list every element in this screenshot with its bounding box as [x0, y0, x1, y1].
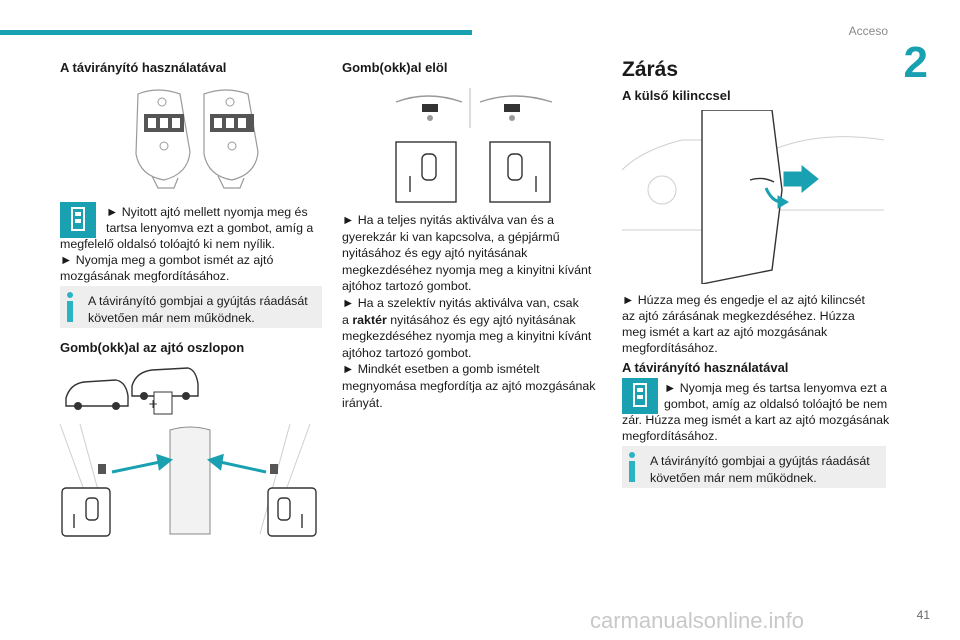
- col1-p1-line3: megfelelő oldalsó tolóajtó ki nem nyílik…: [60, 237, 275, 251]
- col3-info-line2: követően már nem működnek.: [650, 470, 817, 485]
- col3-p1-line4: megfordításához.: [622, 341, 718, 355]
- col1-p1-line5: mozgásának megfordításához.: [60, 269, 230, 283]
- info-icon: [66, 292, 74, 322]
- chapter-number: 2: [903, 38, 928, 87]
- col1-p1-line1: ► Nyitott ajtó mellett nyomja meg és: [106, 205, 308, 219]
- col2-line: megnyomása megfordítja az ajtó mozgásána…: [342, 379, 596, 393]
- col2-line: irányát.: [342, 395, 383, 410]
- col2-line: ► Ha a teljes nyitás aktiválva van és a: [342, 213, 554, 227]
- col2-line: ► Ha a szelektív nyitás aktiválva van, c…: [342, 296, 579, 310]
- col3-p1-line2: az ajtó zárásának megkezdéséhez. Húzza: [622, 309, 855, 323]
- col2-heading-front: Gomb(okk)al elöl: [342, 60, 448, 75]
- col3-title: Zárás: [622, 58, 679, 81]
- col3-info-box: A távirányító gombjai a gyújtás ráadását…: [622, 446, 886, 488]
- col3-p1-line3: meg ismét a kart az ajtó mozgásának: [622, 325, 828, 339]
- watermark: carmanualsonline.info: [590, 608, 805, 633]
- header-accent-bar: [0, 30, 472, 35]
- remote-keys-figure: [135, 89, 259, 189]
- col2-line: ► Mindkét esetben a gomb ismételt: [342, 362, 540, 377]
- remote-key-icon: [60, 202, 96, 238]
- col1-info-box: A távirányító gombjai a gyújtás ráadását…: [60, 286, 322, 328]
- remote-key-icon-2: [622, 378, 658, 414]
- front-buttons-figure: [395, 88, 553, 203]
- col3-p2-line2: gombot, amíg az oldalsó tolóajtó be nem: [664, 397, 888, 411]
- info-icon-2: [628, 452, 636, 482]
- col2-line: nyitásához és egy ajtó nyitásának: [342, 246, 528, 261]
- col1-heading-pillar: Gomb(okk)al az ajtó oszlopon: [60, 340, 245, 355]
- col3-p2-line1: ► Nyomja meg és tartsa lenyomva ezt a: [664, 381, 887, 395]
- col2-line: ajtóhoz tartozó gombot.: [342, 345, 472, 360]
- col3-heading-handle: A külső kilinccsel: [622, 88, 731, 103]
- col1-p1-line4: ► Nyomja meg a gombot ismét az ajtó: [60, 253, 274, 267]
- col2-line: megkezdéséhez nyomja meg a kinyitni kívá…: [342, 262, 592, 277]
- col3-heading-remote: A távirányító használatával: [622, 360, 789, 375]
- col3-p2-line4: megfordításához.: [622, 429, 718, 443]
- col1-info-line2: követően már nem működnek.: [88, 310, 255, 325]
- col3-info-line1: A távirányító gombjai a gyújtás ráadását: [650, 454, 870, 468]
- col2-line: megkezdéséhez nyomja meg a kinyitni kívá…: [342, 329, 592, 344]
- steering-wheel-icon: [427, 115, 433, 121]
- col3-p2-line3: zár. Húzza meg ismét a kart az ajtó mozg…: [622, 413, 890, 427]
- section-name: Acceso: [848, 24, 888, 38]
- col2-line: ajtóhoz tartozó gombot.: [342, 279, 472, 294]
- door-pillar-figure: +: [60, 367, 317, 537]
- col1-info-line1: A távirányító gombjai a gyújtás ráadását: [88, 294, 308, 308]
- page-number: 41: [916, 608, 930, 622]
- col1-heading-remote: A távirányító használatával: [60, 60, 227, 75]
- col2-line: gyerekzár ki van kapcsolva, a gépjármű: [342, 229, 560, 244]
- col1-p1-line2: tartsa lenyomva ezt a gombot, amíg a: [106, 221, 314, 235]
- svg-text:+: +: [148, 397, 158, 411]
- col3-p1-line1: ► Húzza meg és engedje el az ajtó kilinc…: [622, 293, 865, 307]
- door-handle-figure: [622, 110, 884, 284]
- col2-line-selective: a raktér nyitásához és egy ajtó nyitásán…: [342, 312, 576, 327]
